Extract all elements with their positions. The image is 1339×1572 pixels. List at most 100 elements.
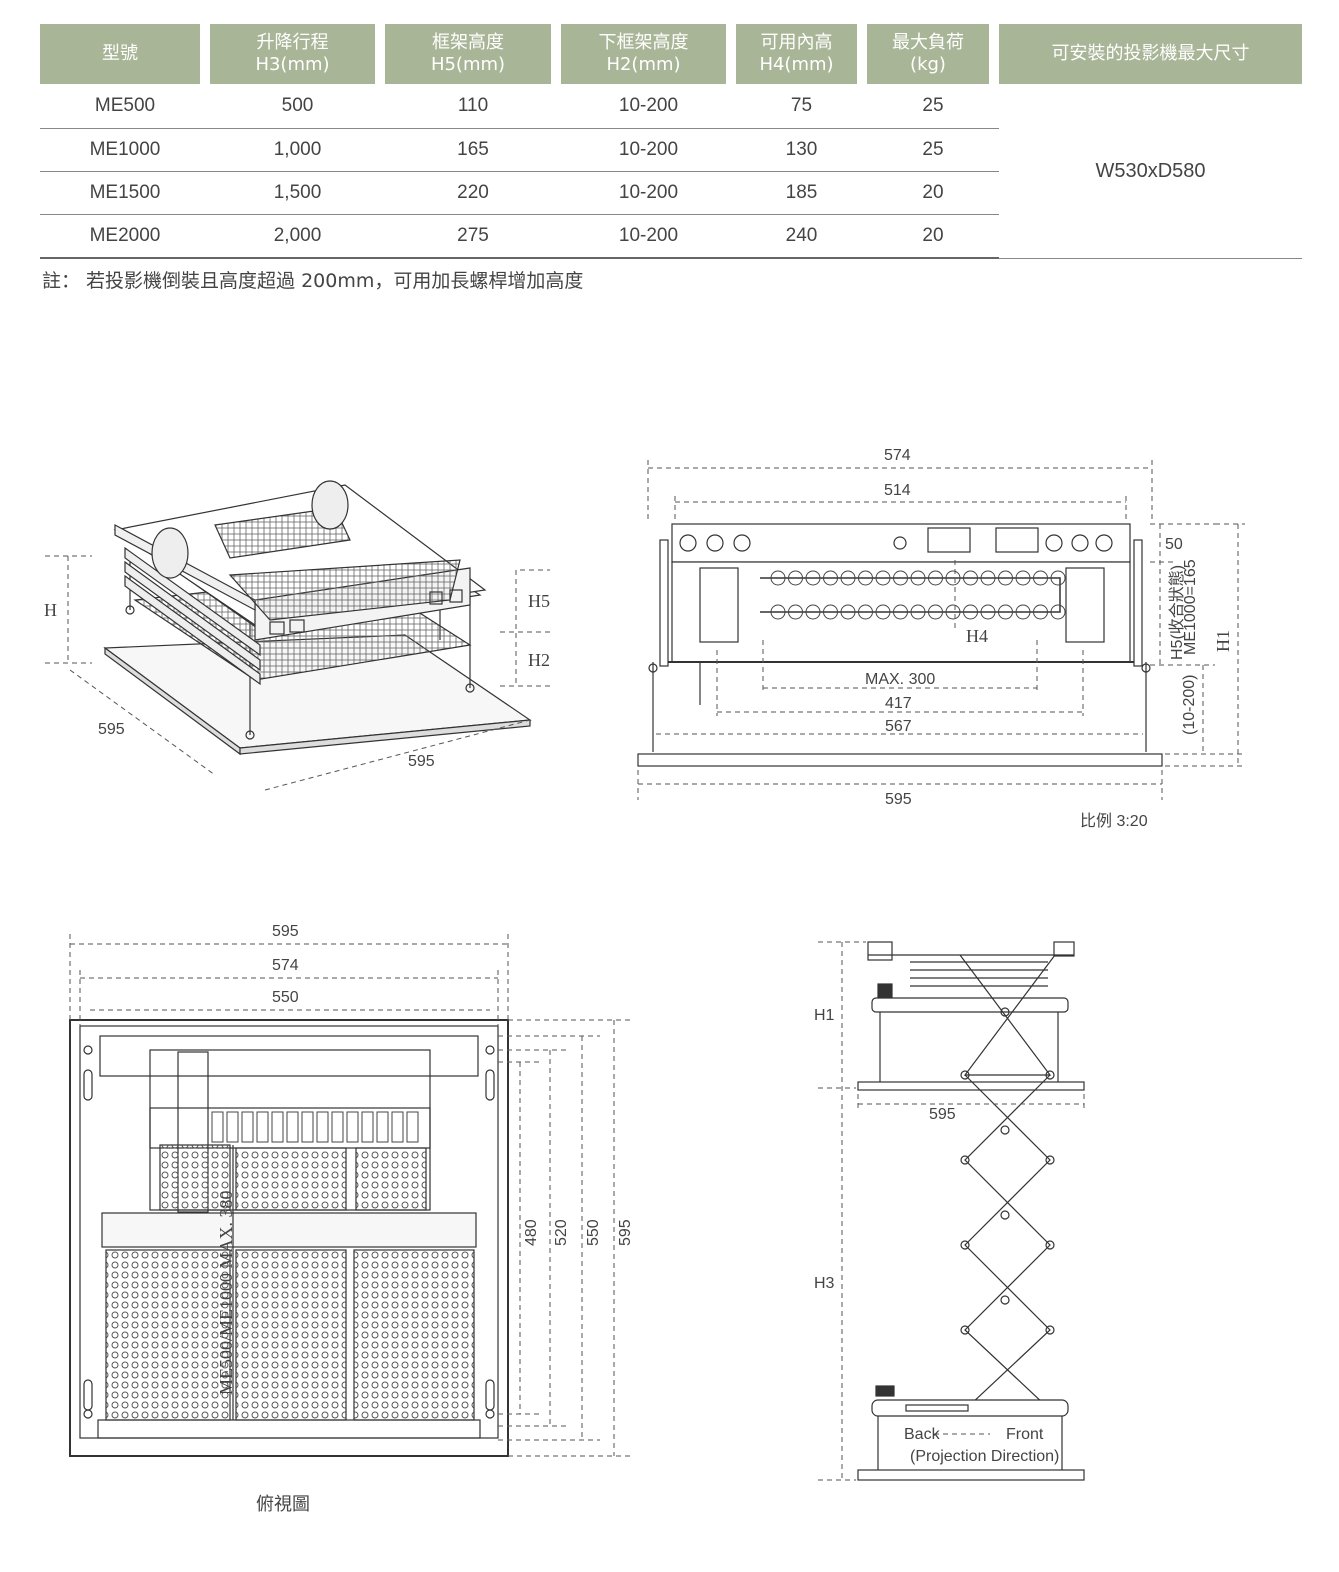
top-view: [69, 1019, 509, 1457]
cable-slot: [301, 1111, 314, 1143]
top-dimensions: [69, 934, 632, 1457]
cell-model: ME1500: [40, 172, 210, 215]
cell-model: ME1000: [40, 129, 210, 172]
cell-load: 25: [867, 129, 999, 172]
cell-h4: 75: [736, 84, 867, 129]
cable-slot: [226, 1111, 239, 1143]
top-dim-550v: 550: [585, 1219, 602, 1246]
side-back-label: Back: [904, 1426, 941, 1443]
chain-link: [1050, 570, 1066, 586]
top-stamp: ME500/ME1000 MAX. 380: [216, 1190, 236, 1395]
top-dim-574: 574: [272, 957, 299, 974]
cell-h2: 10-200: [561, 129, 736, 172]
cable-slot: [271, 1111, 284, 1143]
cell-h3: 1,500: [210, 172, 385, 215]
cell-h4: 130: [736, 129, 867, 172]
chain-link: [788, 604, 803, 620]
front-chain-links: [770, 570, 1066, 620]
top-dim-595v: 595: [617, 1219, 634, 1246]
chain-link: [823, 570, 838, 586]
table-note: 註： 若投影機倒裝且高度超過 200mm，可用加長螺桿增加高度: [42, 270, 584, 292]
cable-slot: [346, 1111, 359, 1143]
cell-h5: 110: [385, 84, 561, 129]
cable-slot: [391, 1111, 404, 1143]
iso-dimensions: [45, 555, 550, 791]
chain-link: [963, 570, 978, 586]
cable-slot: [211, 1111, 224, 1143]
side-h3-label: H3: [814, 1275, 835, 1292]
chain-link: [805, 604, 821, 620]
cell-load: 20: [867, 215, 999, 259]
iso-dim-right: 595: [408, 753, 435, 770]
cell-h5: 275: [385, 215, 561, 259]
front-h1-label: H1: [1213, 630, 1233, 652]
top-dim-480: 480: [523, 1219, 540, 1246]
cell-load: 20: [867, 172, 999, 215]
cell-h2: 10-200: [561, 215, 736, 259]
iso-dim-left: 595: [98, 721, 125, 738]
cell-h4: 240: [736, 215, 867, 259]
cell-h4: 185: [736, 172, 867, 215]
chain-link: [928, 570, 943, 586]
front-h5-label: H5(收合狀態): [1168, 565, 1186, 660]
front-dim-417: 417: [885, 695, 912, 712]
front-dim-595: 595: [885, 791, 912, 808]
chain-link: [998, 570, 1013, 586]
top-dim-520: 520: [553, 1219, 570, 1246]
chain-link: [1033, 570, 1048, 586]
front-view: [637, 523, 1163, 767]
cable-slot: [241, 1111, 254, 1143]
chain-link: [910, 604, 926, 620]
front-scale: 比例 3:20: [1080, 812, 1148, 830]
front-max300: MAX. 300: [865, 671, 935, 688]
chain-link: [875, 570, 891, 586]
chain-link: [1050, 604, 1066, 620]
iso-view: [103, 480, 532, 756]
chain-link: [893, 604, 908, 620]
header-model: 型號: [40, 24, 210, 84]
cell-h3: 2,000: [210, 215, 385, 259]
iso-h-label: H: [44, 600, 57, 620]
iso-h5-label: H5: [528, 591, 550, 611]
iso-h2-label: H2: [528, 650, 550, 670]
cable-slot: [256, 1111, 269, 1143]
chain-link: [910, 570, 926, 586]
side-h1-label: H1: [814, 1007, 835, 1024]
top-dim-550: 550: [272, 989, 299, 1006]
side-dimensions: [818, 941, 1085, 1481]
cable-slot: [331, 1111, 344, 1143]
chain-link: [875, 604, 891, 620]
side-dim-595: 595: [929, 1106, 956, 1123]
chain-link: [840, 604, 856, 620]
front-h2-sub: (10-200): [1181, 675, 1198, 735]
cell-h5: 165: [385, 129, 561, 172]
front-h4-label: H4: [966, 626, 988, 646]
chain-link: [1015, 570, 1031, 586]
cell-max-size: W530xD580: [999, 84, 1302, 259]
cable-slot: [361, 1111, 374, 1143]
chain-link: [945, 570, 961, 586]
cell-h3: 1,000: [210, 129, 385, 172]
chain-link: [980, 604, 996, 620]
chain-link: [788, 570, 803, 586]
cell-model: ME500: [40, 84, 210, 129]
cable-slot: [286, 1111, 299, 1143]
top-view-caption: 俯視圖: [256, 1494, 310, 1515]
cable-slot: [376, 1111, 389, 1143]
table-row: ME500 500 110 10-200 75 25 W530xD580: [40, 84, 1302, 259]
cell-h2: 10-200: [561, 172, 736, 215]
chain-link: [858, 570, 873, 586]
cell-load: 25: [867, 84, 999, 129]
header-load: 最大負荷(kg): [867, 24, 999, 84]
chain-link: [1033, 604, 1048, 620]
front-h5-sub: ME1000=165: [1182, 559, 1199, 655]
header-max-size: 可安裝的投影機最大尺寸: [999, 24, 1302, 84]
table-row: ME2000 2,000 275 10-200 240 20: [40, 215, 1302, 259]
chain-link: [770, 604, 786, 620]
front-dimensions: [637, 460, 1245, 800]
